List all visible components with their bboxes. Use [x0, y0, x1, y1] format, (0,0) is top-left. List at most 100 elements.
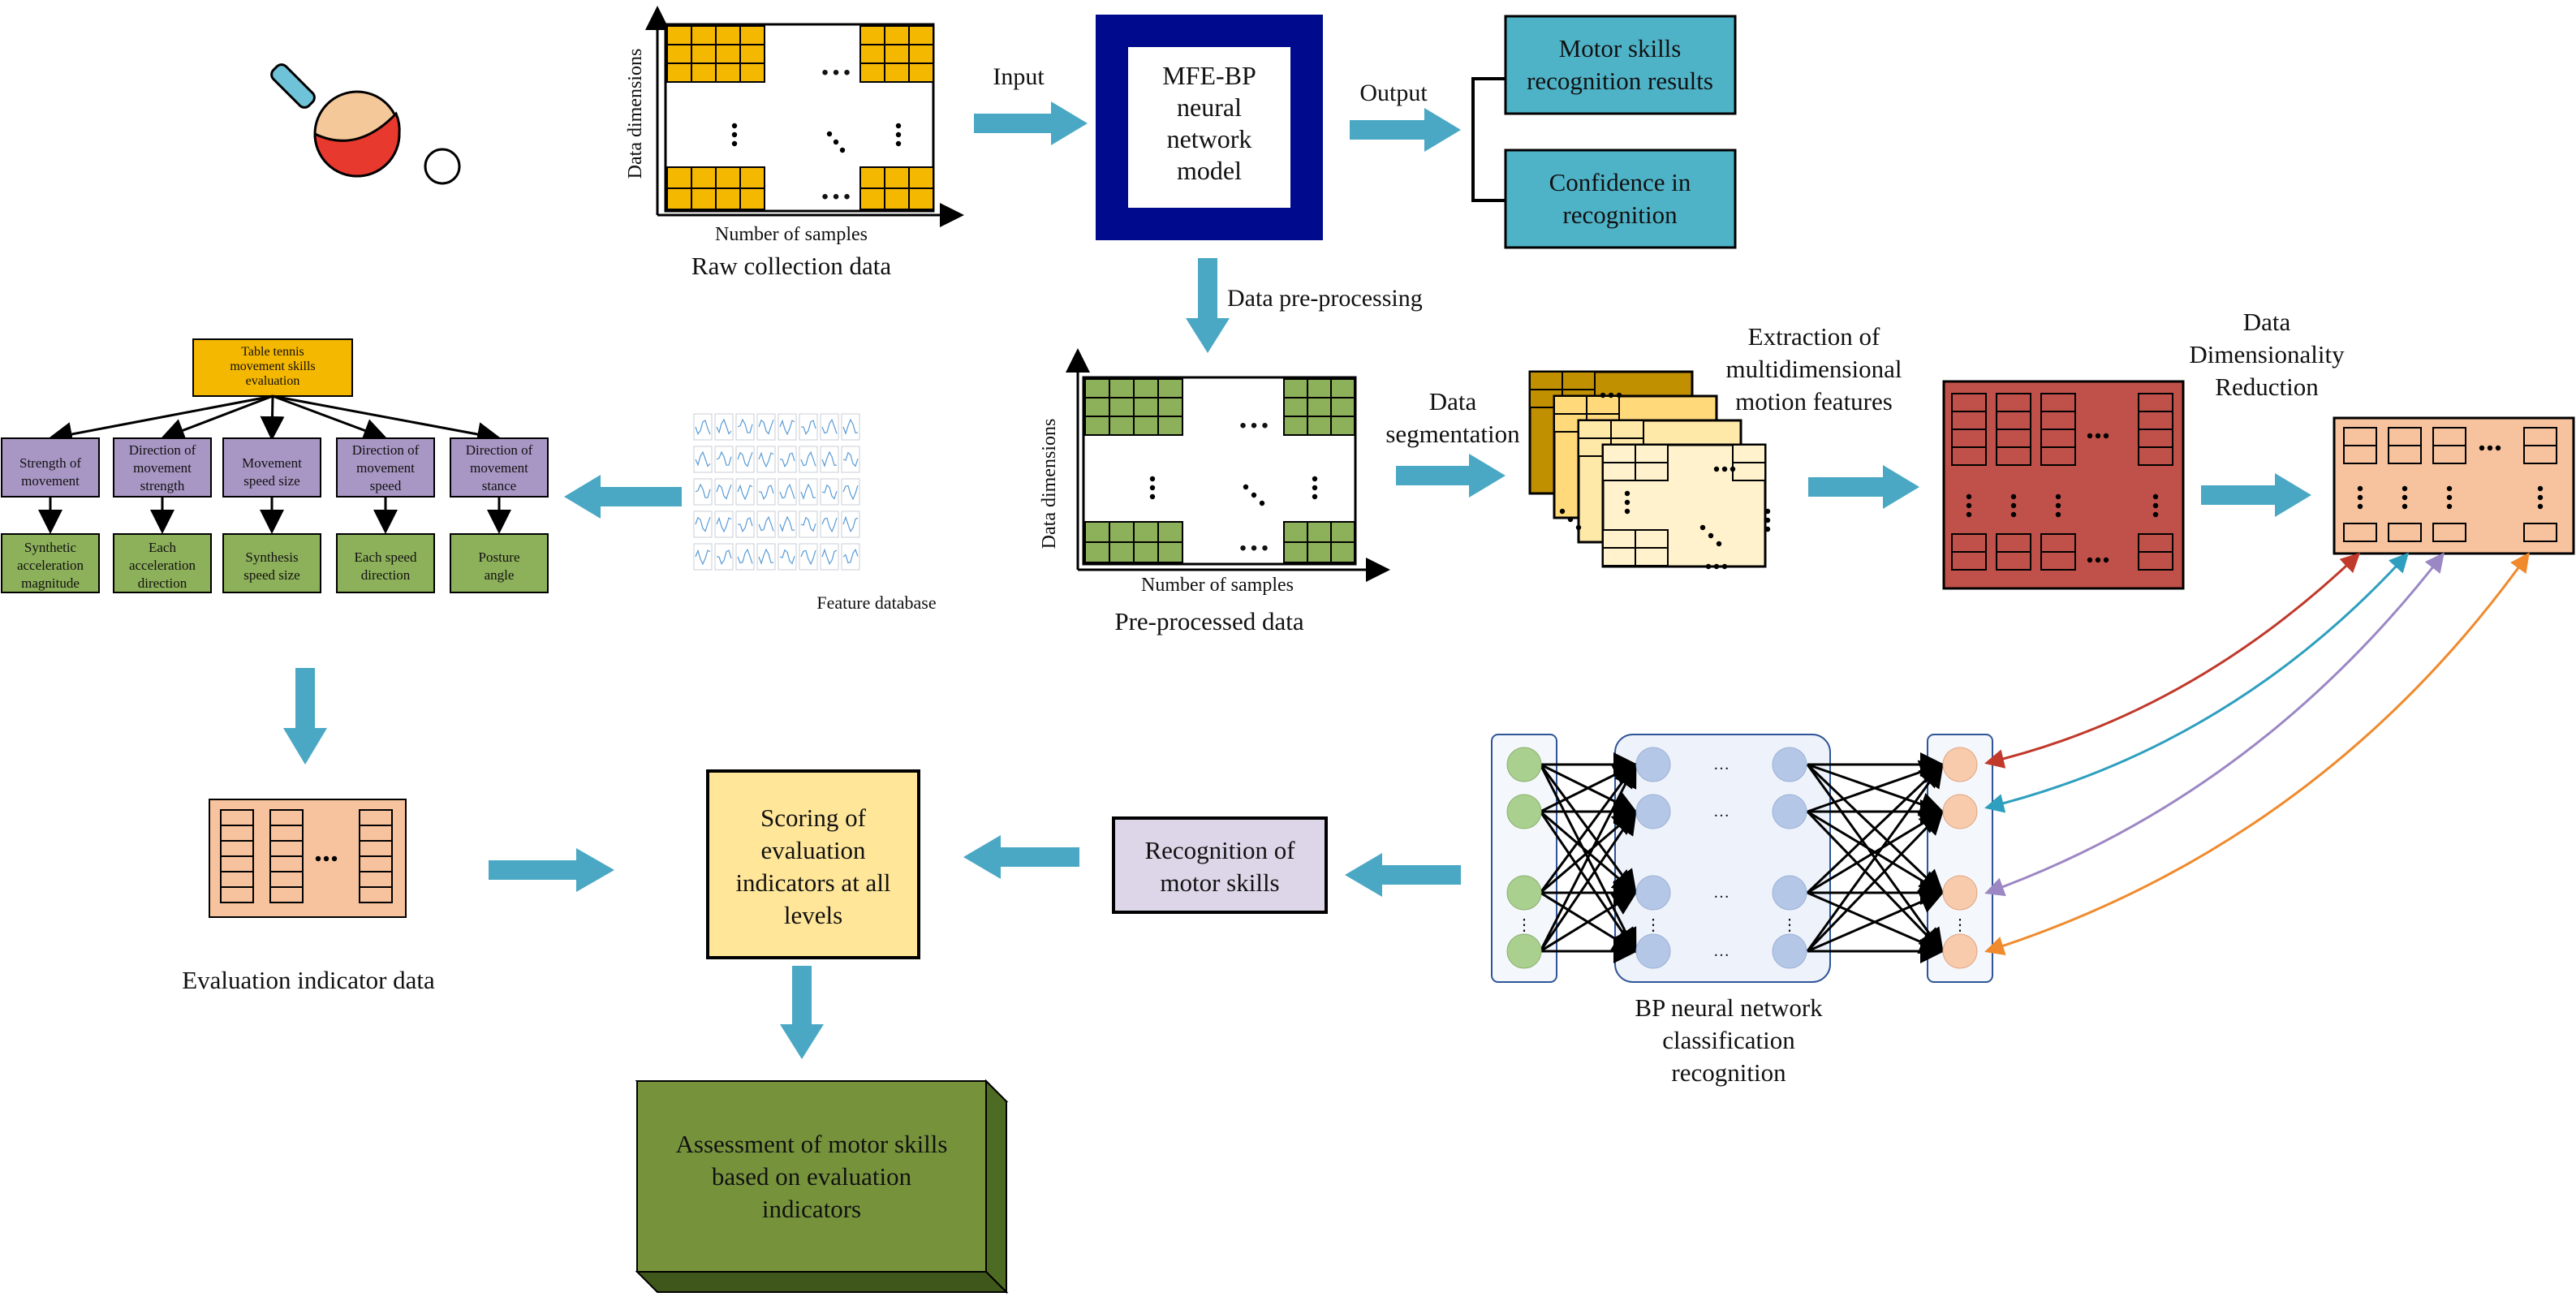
mini-plot-line	[800, 420, 816, 436]
input-layer	[1491, 734, 1557, 983]
ellipsis: ⋮	[1781, 916, 1798, 934]
mini-plot-line	[758, 485, 774, 501]
output-bracket	[1471, 77, 1506, 202]
output-arrow	[1350, 108, 1461, 152]
data-cell	[1133, 378, 1159, 398]
reduction-line1: Data	[2243, 308, 2291, 336]
ellipsis-dot	[1600, 392, 1606, 398]
results-box2-line2: recognition	[1562, 200, 1678, 229]
data-cell	[666, 166, 692, 189]
data-cell	[691, 62, 717, 83]
feature-cell	[1996, 411, 2031, 430]
mini-plot	[841, 478, 860, 506]
scoring-box	[706, 769, 920, 959]
data-cell	[1635, 462, 1669, 481]
ellipsis-dot	[2495, 445, 2501, 451]
mini-plot	[778, 510, 797, 538]
ellipsis-dot	[2152, 502, 2159, 509]
tree-root-label: movement skills	[230, 360, 315, 373]
data-cell	[666, 187, 692, 210]
ellipsis-dot	[1312, 476, 1318, 482]
tree-level1-label: Strength of	[19, 455, 81, 471]
ellipsis-dot	[2446, 503, 2453, 510]
data-cell	[1307, 397, 1332, 417]
data-cell	[739, 166, 765, 189]
data-cell	[1330, 397, 1355, 417]
recognition-to-scoring-arrow	[963, 835, 1079, 879]
mini-plot	[799, 478, 818, 506]
ellipsis-dot	[1312, 493, 1318, 500]
tree-level1-box	[450, 437, 549, 498]
pre-xlabel: Number of samples	[1141, 575, 1294, 596]
data-cell	[884, 62, 910, 83]
hidden-node	[1635, 875, 1671, 911]
ellipsis-dot	[1624, 490, 1630, 497]
input-node	[1506, 933, 1542, 969]
data-cell	[1133, 397, 1159, 417]
feature-cell	[2138, 411, 2173, 430]
feature-cell	[1951, 446, 1987, 466]
hidden-node	[1635, 933, 1671, 969]
data-cell	[1307, 416, 1332, 436]
mini-plot-line	[716, 516, 732, 533]
ellipsis-dot	[323, 855, 330, 862]
mini-plot-line	[842, 451, 859, 467]
assessment-line3: indicators	[762, 1195, 861, 1223]
data-cell	[1635, 444, 1669, 463]
mini-plot-line	[758, 419, 774, 435]
indicator-cell	[359, 855, 393, 872]
feature-link-arrows	[1984, 552, 2530, 956]
data-cell	[1330, 378, 1355, 398]
extraction-line2: multidimensional	[1726, 355, 1902, 383]
tree-level2-label: magnitude	[21, 575, 80, 591]
nn-edge	[1539, 809, 1637, 952]
tree-level2-box	[222, 533, 321, 593]
ellipsis: …	[1713, 756, 1730, 773]
indicator-cell	[220, 855, 254, 872]
assessment-box	[635, 1079, 1009, 1295]
mini-plot-line	[758, 548, 774, 565]
feature-cell	[1951, 411, 1987, 430]
input-node	[1506, 794, 1542, 829]
tree-level2-box	[450, 533, 549, 593]
mini-plot-line	[821, 517, 838, 533]
raw-caption: Raw collection data	[691, 252, 891, 280]
reduced-cell	[2432, 523, 2466, 542]
mini-plot-line	[779, 515, 795, 532]
data-cell	[1529, 371, 1563, 390]
data-cell	[1084, 378, 1110, 398]
data-cell	[1283, 397, 1308, 417]
feature-database-image	[693, 413, 860, 571]
data-cell	[908, 62, 934, 83]
ellipsis-dot	[1699, 524, 1706, 531]
mini-plot	[799, 543, 818, 571]
mini-plot	[778, 413, 797, 441]
tree-level1-label: Movement	[242, 455, 302, 471]
preprocess-label: Data pre-processing	[1227, 285, 1423, 312]
ellipsis-dot	[895, 140, 902, 147]
model-line4: model	[1177, 156, 1242, 185]
tree-level2-label: Posture	[479, 549, 520, 565]
ellipsis-dot	[1312, 485, 1318, 491]
scoring-down-arrow	[780, 966, 824, 1059]
tree-level2-label: Each	[149, 540, 176, 555]
tree-level2-label: direction	[138, 575, 187, 591]
ellipsis-dot	[1149, 476, 1156, 482]
feature-matrix	[1942, 380, 2185, 590]
mini-plot-line	[695, 516, 711, 532]
ellipsis-dot	[2487, 445, 2493, 451]
tree-root-label: evaluation	[246, 374, 300, 388]
raw-ylabel: Data dimensions	[625, 49, 646, 179]
ellipsis-dot	[2152, 511, 2159, 518]
bp-line3: recognition	[1671, 1058, 1786, 1087]
output-node	[1942, 747, 1978, 782]
data-cell	[1307, 378, 1332, 398]
reduced-cell	[2343, 523, 2377, 542]
feature-cell	[1951, 551, 1987, 571]
ellipsis-dot	[1559, 508, 1566, 515]
mini-plot	[735, 543, 755, 571]
indicator-cell	[269, 840, 304, 857]
feature-cell	[2138, 429, 2173, 448]
tree-level2-label: acceleration	[17, 558, 84, 573]
ellipsis-dot	[1966, 511, 1972, 518]
